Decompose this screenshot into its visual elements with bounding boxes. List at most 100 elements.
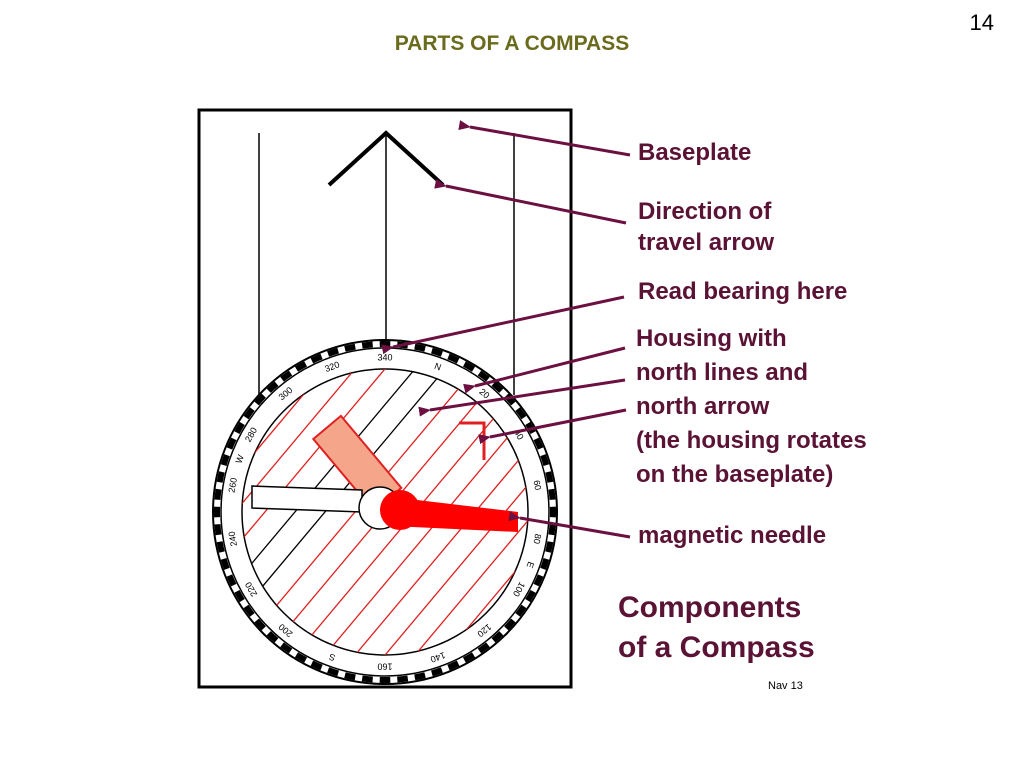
label-housing-line2: north lines and (636, 359, 809, 386)
footnote: Nav 13 (768, 680, 803, 692)
label-housing-line3: north arrow (636, 393, 770, 420)
arrow-read-bearing (381, 295, 625, 355)
dial-tick-label: W (234, 453, 246, 465)
dial-tick-label: 320 (323, 359, 341, 374)
components-title-line2: of a Compass (618, 631, 815, 664)
bezel-dash (254, 393, 266, 406)
bezel-dash (515, 604, 527, 617)
label-housing-line1: Housing with (636, 325, 787, 352)
bezel-dash (226, 574, 237, 587)
slide-number: 14 (969, 10, 994, 35)
bezel-dash (431, 347, 443, 357)
bezel-dash (294, 652, 308, 663)
dial-tick-label: E (525, 560, 536, 569)
bezel-dash (504, 618, 516, 631)
north-line (326, 417, 528, 655)
label-read-bearing: Read bearing here (638, 278, 848, 305)
dial-tick-label: 340 (377, 352, 392, 362)
bezel-dash (414, 672, 426, 681)
slide-title: PARTS OF A COMPASS (394, 32, 630, 55)
dial-tick-label: 20 (477, 387, 491, 401)
north-line (291, 387, 528, 655)
dial-dashes (214, 341, 556, 683)
bezel-dash (216, 541, 225, 553)
arrow-baseplate (458, 120, 631, 157)
bezel-dash (344, 672, 356, 681)
bezel-dash (491, 631, 504, 643)
north-arrow-tip (459, 421, 486, 460)
bezel-dash (548, 488, 556, 500)
bezel-dash (540, 558, 550, 570)
bezel-dash (361, 341, 373, 349)
bezel-dash (310, 660, 323, 671)
bezel-dash (447, 660, 460, 671)
bezel-dash (533, 574, 544, 587)
bezel-dash (214, 488, 222, 500)
bezel-dash (431, 667, 443, 677)
dial-tick-label: 260 (226, 477, 238, 494)
direction-arrow-head (327, 130, 445, 187)
bezel-dash (216, 471, 225, 483)
bezel-dash (504, 393, 516, 406)
bezel-dash (525, 589, 536, 603)
north-line (361, 447, 528, 655)
bezel-dash (447, 353, 460, 364)
bezel-dash (545, 541, 554, 553)
label-baseplate: Baseplate (638, 139, 752, 166)
north-line (242, 369, 444, 607)
label-needle: magnetic needle (638, 522, 827, 549)
bezel-dash (540, 454, 550, 466)
bezel-dash (234, 421, 245, 435)
dial-tick-label: 80 (531, 533, 543, 545)
arrow-north-arrow (478, 408, 627, 445)
arrow-housing-ring (463, 346, 626, 394)
bezel-dash (545, 471, 554, 483)
dial-tick-label: 140 (429, 650, 447, 665)
label-housing-line5: on the baseplate) (636, 461, 834, 488)
needle-red-half (392, 497, 518, 532)
label-direction-line2: travel arrow (638, 229, 775, 256)
label-direction-line1: Direction of (638, 198, 772, 225)
bezel-dash (361, 675, 373, 683)
bezel-dash (220, 454, 230, 466)
bezel-dash (243, 604, 255, 617)
needle-white-half (251, 485, 363, 513)
bezel-dash (477, 642, 490, 654)
bezel-dash (214, 524, 222, 536)
bezel-dash (414, 343, 426, 352)
dial-tick-label: 60 (531, 479, 543, 491)
bezel-dash (243, 407, 255, 420)
bezel-dash (234, 589, 245, 603)
bezel-dash (462, 652, 476, 663)
arrow-needle (508, 511, 631, 539)
dial-tick-label: N (433, 361, 443, 373)
components-title-line1: Components (618, 591, 802, 624)
bezel-dash (220, 558, 230, 570)
bezel-dash (226, 437, 237, 450)
bezel-dash (280, 642, 293, 654)
components-title: Components of a Compass (618, 588, 815, 668)
bezel-dash (327, 347, 339, 357)
bezel-dash (462, 361, 476, 372)
bezel-dash (310, 353, 323, 364)
north-line (344, 432, 528, 655)
bezel-dash (327, 667, 339, 677)
needle-pivot-right (380, 490, 420, 530)
dial-tick-label: S (328, 652, 337, 663)
bezel-dash (266, 381, 279, 393)
bezel-dash (515, 407, 527, 420)
arrow-north-lines (418, 378, 626, 417)
bezel-dash (280, 370, 293, 382)
bezel-dash (254, 618, 266, 631)
label-housing-line4: (the housing rotates (636, 427, 867, 454)
arrow-direction (434, 178, 627, 225)
bezel-dash (397, 675, 409, 683)
dial-tick-label: 240 (226, 531, 238, 548)
dial-tick-label: 160 (377, 662, 392, 672)
bezel-dash (294, 361, 308, 372)
bezel-dash (533, 437, 544, 450)
north-line (242, 369, 426, 592)
bezel-dash (266, 631, 279, 643)
bezel-dash (344, 343, 356, 352)
